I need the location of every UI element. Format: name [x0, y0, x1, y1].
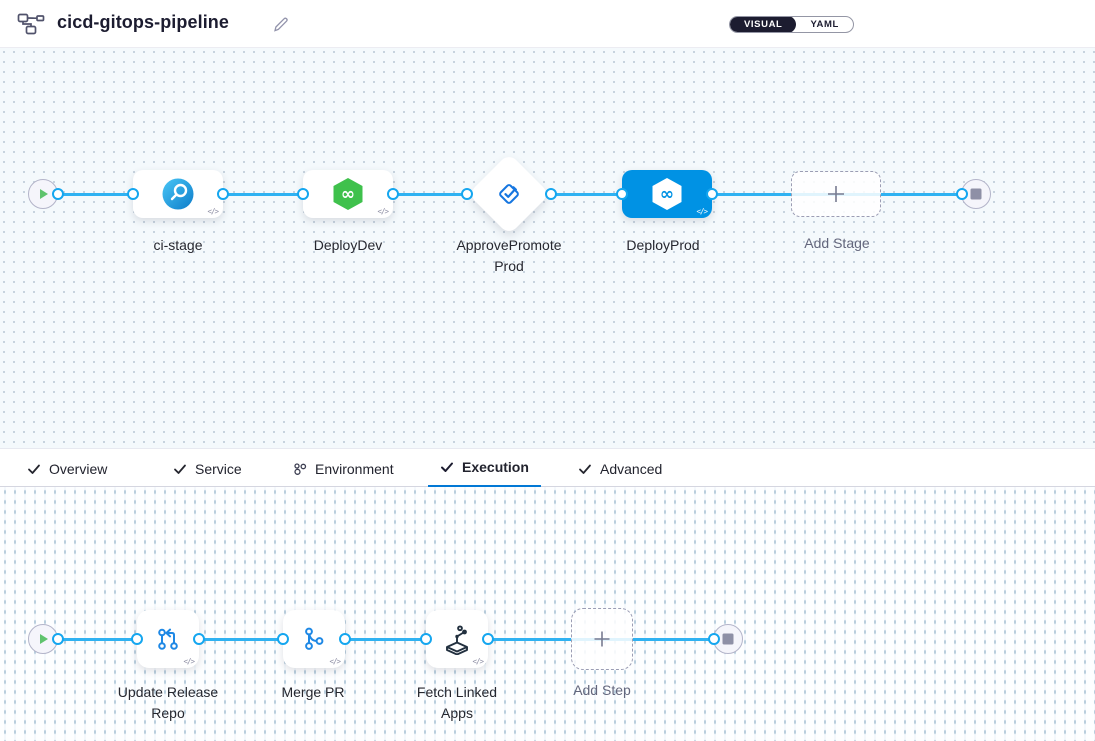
add-step-button[interactable]: [571, 608, 633, 670]
stage-label: DeployProd: [626, 237, 700, 253]
step-node-merge-pr[interactable]: </>: [283, 610, 345, 668]
stage-label: ci-stage: [153, 237, 203, 253]
yaml-code-glyph: </>: [183, 657, 195, 666]
connector-port[interactable]: [52, 188, 64, 200]
tab-service[interactable]: Service: [173, 449, 242, 488]
plus-icon: [594, 631, 610, 647]
step-connector-line: [58, 638, 714, 641]
connector-port[interactable]: [52, 633, 64, 645]
cd-hexagon-icon: ∞: [333, 178, 363, 210]
toggle-visual[interactable]: VISUAL: [730, 17, 797, 32]
connector-port[interactable]: [127, 188, 139, 200]
step-label: Update Release Repo: [117, 684, 219, 721]
yaml-code-glyph: </>: [377, 207, 389, 216]
connector-port[interactable]: [339, 633, 351, 645]
edit-pencil-icon[interactable]: [272, 16, 289, 38]
connector-port[interactable]: [461, 188, 473, 200]
add-stage-label: Add Stage: [804, 235, 870, 251]
step-label: Fetch Linked Apps: [416, 684, 498, 721]
stage-node-ci-stage[interactable]: </>: [133, 170, 223, 218]
tab-advanced[interactable]: Advanced: [578, 449, 662, 488]
tab-overview[interactable]: Overview: [27, 449, 107, 488]
step-node-update-release-repo[interactable]: </>: [137, 610, 199, 668]
stage-label: DeployDev: [313, 237, 383, 253]
tab-environment[interactable]: Environment: [293, 449, 394, 488]
yaml-code-glyph: </>: [207, 207, 219, 216]
cd-hexagon-icon: ∞: [652, 178, 682, 210]
plus-icon: [828, 186, 844, 202]
add-step-label: Add Step: [573, 682, 631, 698]
connector-port[interactable]: [708, 633, 720, 645]
check-icon: [173, 462, 187, 476]
play-icon: [40, 634, 48, 644]
stage-canvas[interactable]: </> ∞ </> ∞ </>: [0, 48, 1095, 448]
step-label: Merge PR: [281, 684, 345, 700]
header: cicd-gitops-pipeline VISUAL YAML: [0, 0, 1095, 48]
pipeline-icon: [17, 13, 45, 40]
step-node-fetch-linked-apps[interactable]: </>: [426, 610, 488, 668]
check-icon: [440, 460, 454, 474]
yaml-code-glyph: </>: [329, 657, 341, 666]
connector-port[interactable]: [420, 633, 432, 645]
tab-label: Advanced: [600, 460, 663, 477]
tab-label: Service: [195, 460, 242, 477]
connector-port[interactable]: [545, 188, 557, 200]
environment-icon: [293, 462, 307, 476]
play-icon: [40, 189, 48, 199]
connector-port[interactable]: [217, 188, 229, 200]
tab-label: Execution: [462, 459, 529, 475]
stage-node-deployprod[interactable]: ∞ </>: [622, 170, 712, 218]
stage-label: ApprovePromoteProd: [456, 237, 562, 274]
execution-canvas[interactable]: </> </> </>: [0, 487, 1095, 741]
connector-port[interactable]: [131, 633, 143, 645]
stage-node-deploydev[interactable]: ∞ </>: [303, 170, 393, 218]
ci-build-icon: [162, 178, 194, 210]
check-icon: [27, 462, 41, 476]
visual-yaml-toggle: VISUAL YAML: [729, 16, 854, 33]
update-release-repo-icon: [158, 628, 178, 650]
svg-text:∞: ∞: [660, 185, 674, 205]
connector-port[interactable]: [387, 188, 399, 200]
stop-icon: [970, 188, 982, 200]
connector-port[interactable]: [706, 188, 718, 200]
tab-label: Environment: [315, 460, 394, 477]
page-title: cicd-gitops-pipeline: [57, 12, 230, 32]
fetch-linked-apps-icon: [446, 625, 468, 655]
connector-port[interactable]: [277, 633, 289, 645]
connector-port[interactable]: [956, 188, 968, 200]
svg-text:∞: ∞: [341, 185, 355, 205]
check-icon: [578, 462, 592, 476]
yaml-code-glyph: </>: [696, 207, 708, 216]
pipeline-start-node: [28, 179, 58, 209]
tab-execution[interactable]: Execution: [428, 449, 541, 488]
tab-label: Overview: [49, 460, 108, 477]
connector-port[interactable]: [482, 633, 494, 645]
stop-icon: [722, 633, 734, 645]
yaml-code-glyph: </>: [472, 657, 484, 666]
stage-config-tabs: Overview Service Environment Execution: [0, 448, 1095, 488]
connector-port[interactable]: [193, 633, 205, 645]
stage-node-approvepromoteprod[interactable]: [467, 152, 551, 236]
toggle-yaml[interactable]: YAML: [810, 19, 839, 30]
connector-port[interactable]: [297, 188, 309, 200]
add-stage-button[interactable]: [791, 171, 881, 217]
git-merge-icon: [305, 627, 324, 650]
connector-port[interactable]: [616, 188, 628, 200]
